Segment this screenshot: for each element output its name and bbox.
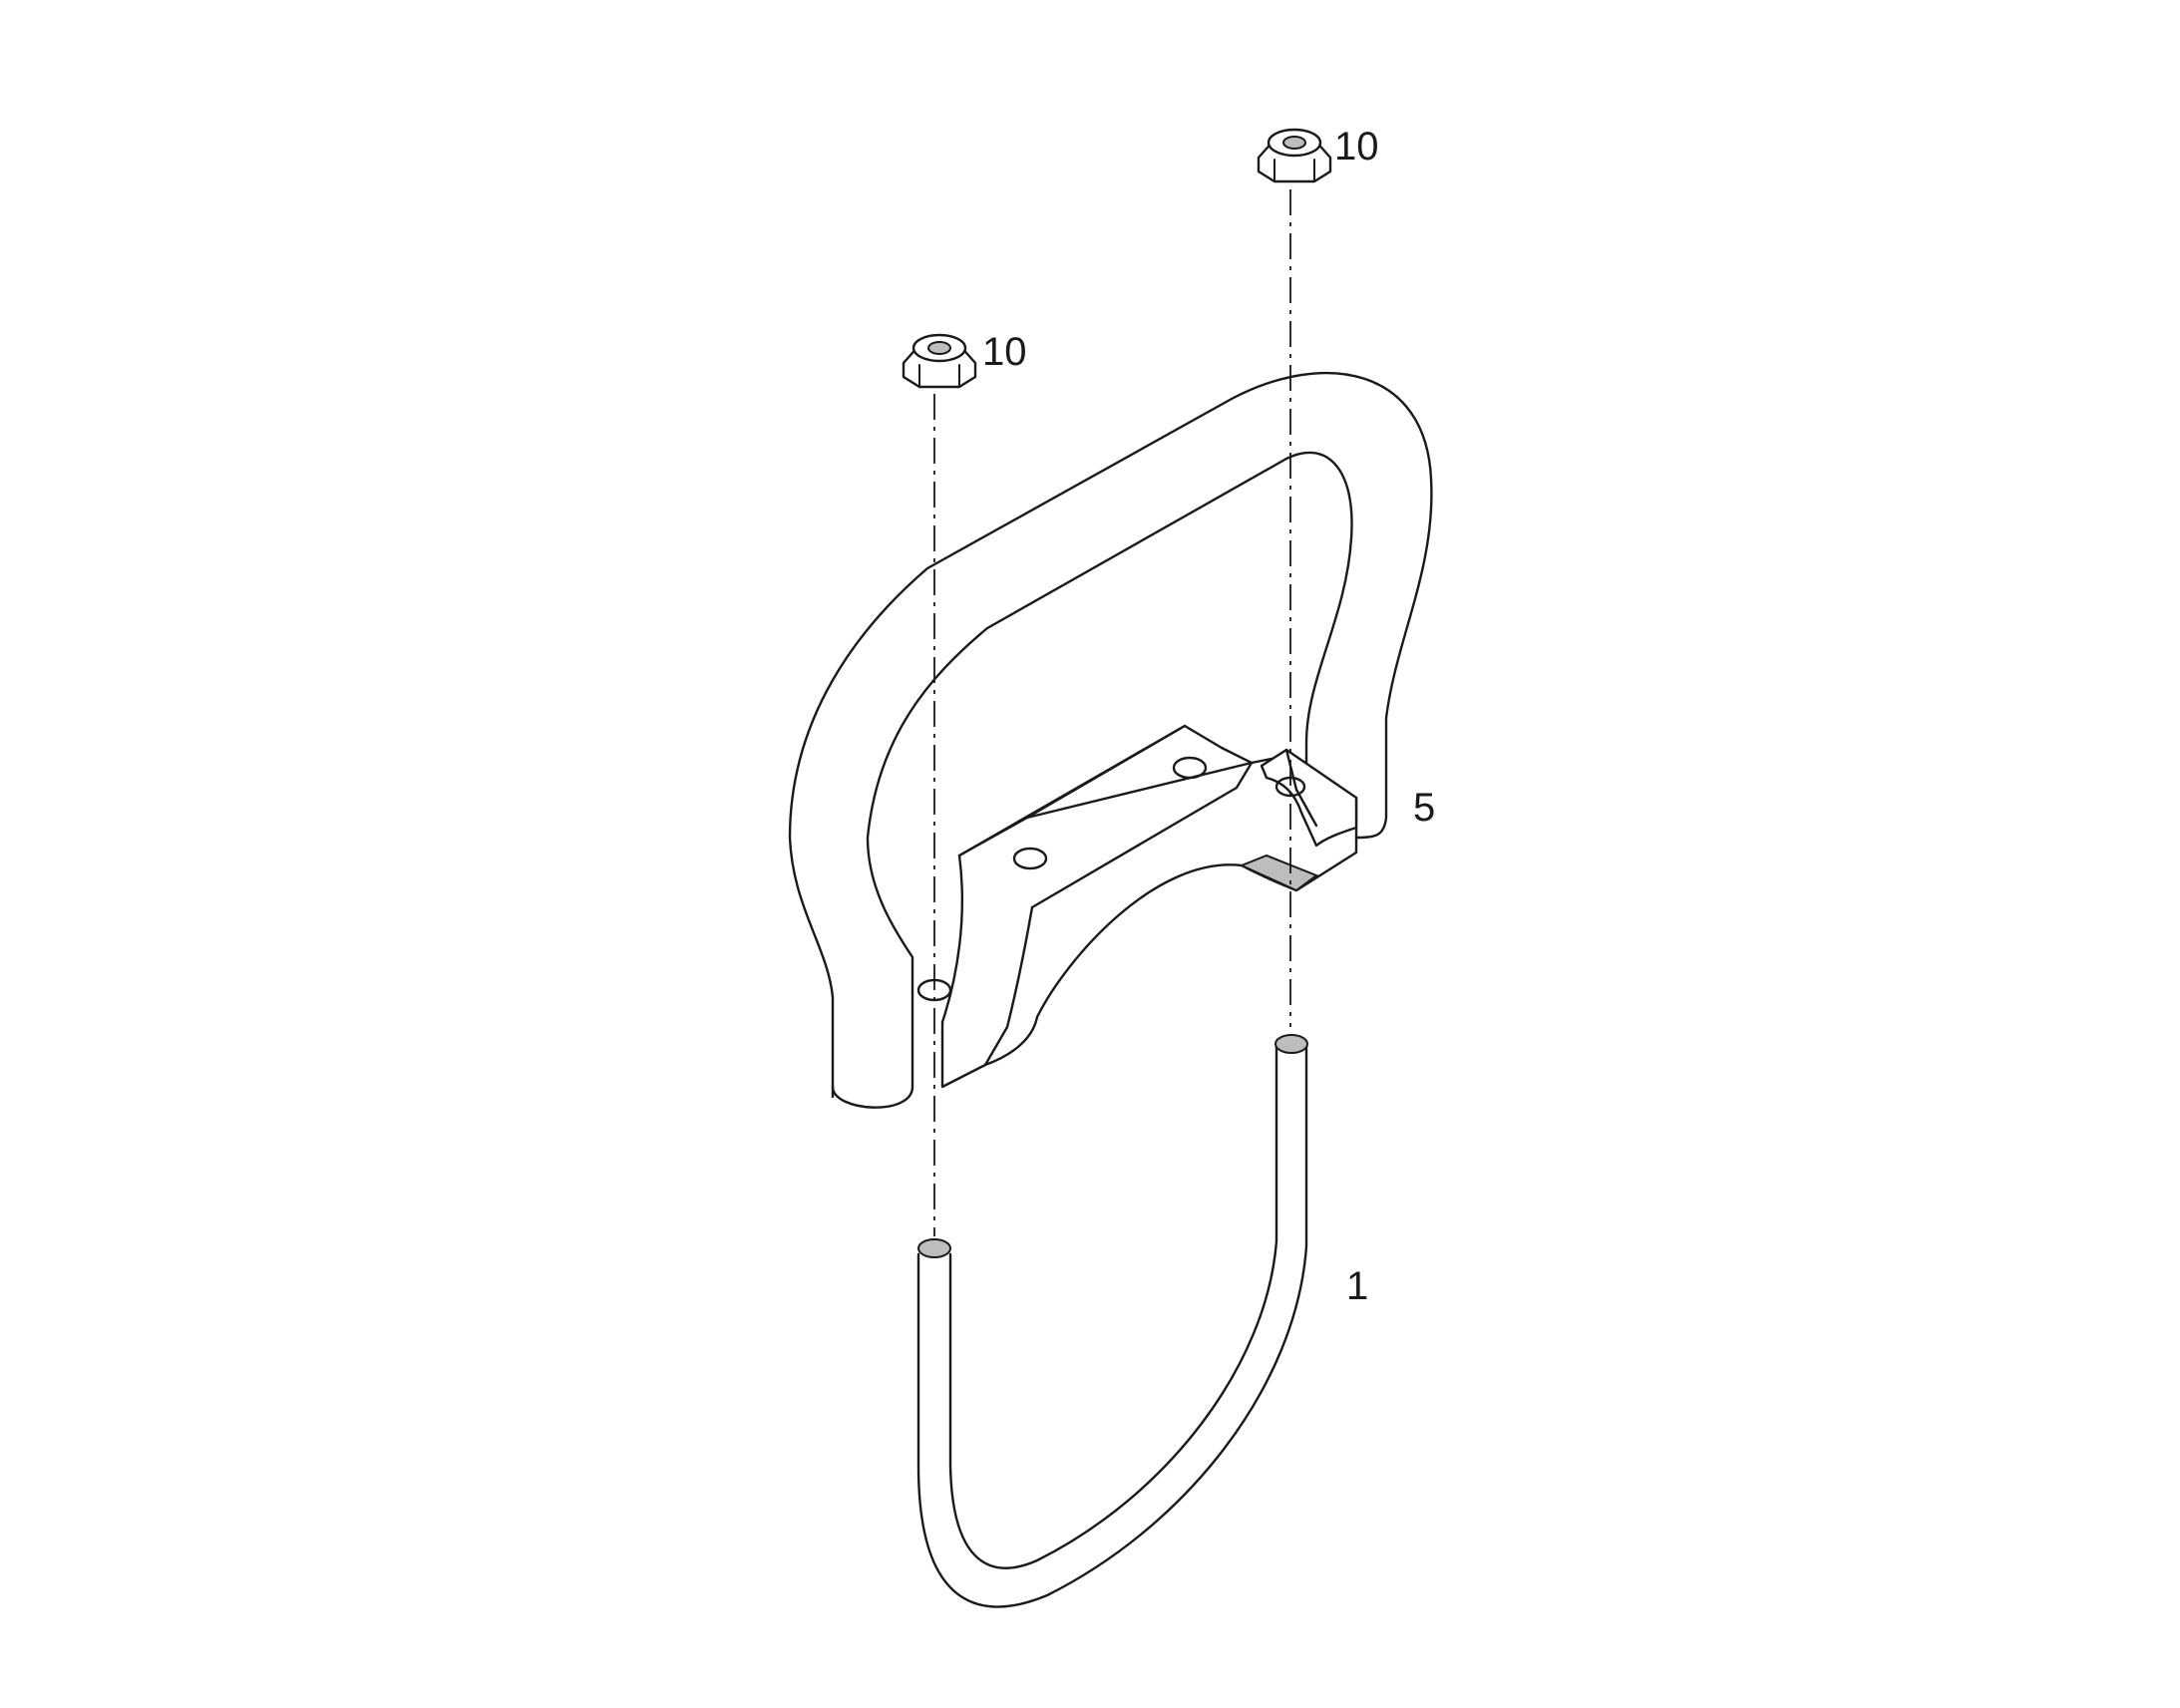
clamp-hole-top [1172, 756, 1208, 780]
hex-nut-right [1257, 128, 1332, 183]
clamp-right-block [1260, 748, 1358, 848]
clamp-inner-step [1030, 761, 1254, 909]
u-bolt-outer [916, 1045, 1308, 1608]
u-bolt-inner [948, 1045, 1278, 1569]
u-bolt [916, 1034, 1308, 1608]
handle-left-end [831, 1085, 914, 1109]
clamp-underside-shade [1239, 854, 1319, 892]
handle-clamp [916, 724, 1358, 1089]
callout-clamp: 5 [1413, 786, 1435, 830]
clamp-step-edge [983, 905, 1034, 1067]
handle-inner-edge [866, 451, 1353, 1089]
callout-nut-right: 10 [1334, 125, 1379, 169]
nut-right-hole [1282, 136, 1306, 150]
front-handle-bar [788, 371, 1433, 1109]
handle-outer-edge [788, 371, 1433, 1099]
clamp-hole-mid [1012, 847, 1048, 870]
hex-nut-left [902, 333, 977, 389]
u-bolt-end-right [1274, 1034, 1308, 1054]
nut-left-flats [918, 364, 960, 388]
nut-left-hole [927, 341, 951, 355]
u-bolt-end-left [917, 1238, 951, 1258]
callout-nut-left: 10 [982, 330, 1027, 374]
nut-right-flats [1273, 159, 1315, 182]
callout-u-bolt: 1 [1346, 1264, 1368, 1308]
clamp-front-ridge [1025, 761, 1254, 820]
